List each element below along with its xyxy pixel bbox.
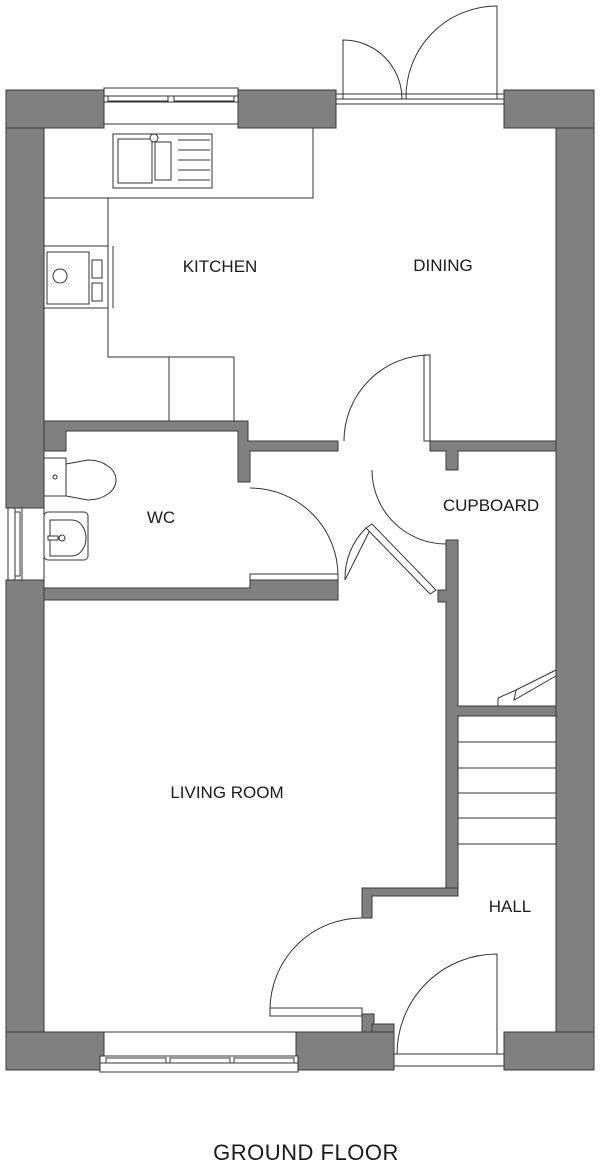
- wall-top-left: [5, 89, 105, 129]
- wall-kitchen-wc: [43, 420, 339, 483]
- living-door-leaf: [365, 523, 437, 595]
- wall-left-lower: [5, 579, 45, 1071]
- toilet-bowl-icon: [65, 459, 117, 501]
- staircase: [457, 669, 557, 845]
- stairs-upper-flight: [497, 669, 557, 706]
- room-label-dining: DINING: [413, 256, 473, 275]
- living-door-swing: [344, 527, 367, 581]
- wall-right: [555, 89, 595, 1071]
- wall-top-right: [503, 89, 595, 129]
- exterior-walls: [5, 89, 595, 1071]
- room-label-cupboard: CUPBOARD: [443, 496, 539, 515]
- front-door-swing: [396, 953, 498, 1055]
- room-labels: KITCHEN DINING WC CUPBOARD LIVING ROOM H…: [147, 256, 539, 916]
- wall-hall-lower: [361, 1013, 375, 1033]
- room-label-kitchen: KITCHEN: [183, 257, 258, 276]
- wall-cupboard-hall: [437, 539, 557, 896]
- wall-bottom-left: [5, 1031, 105, 1071]
- internal-doors: [249, 354, 447, 1017]
- wc-door-swing: [249, 487, 339, 577]
- wall-top-mid: [237, 89, 337, 129]
- patio-door-right-swing: [405, 5, 498, 100]
- wall-bottom-right: [503, 1031, 595, 1071]
- internal-walls: [43, 420, 557, 1033]
- wall-bottom-step: [371, 1023, 395, 1033]
- room-label-wc: WC: [147, 508, 175, 527]
- wc-fittings: [43, 457, 117, 561]
- wall-bottom-mid: [295, 1031, 395, 1071]
- room-label-living-room: LIVING ROOM: [170, 783, 283, 802]
- floor-title: GROUND FLOOR: [213, 1140, 399, 1165]
- dining-door-swing: [343, 354, 431, 442]
- windows: [7, 5, 505, 1073]
- wall-hall-living: [361, 887, 459, 919]
- kitchen-fittings: [43, 128, 314, 421]
- room-label-hall: HALL: [489, 897, 532, 916]
- wall-wc-living: [43, 579, 339, 601]
- tap-icon: [149, 133, 159, 143]
- hall-door-swing: [269, 917, 363, 1011]
- wall-dining-cupboard: [429, 440, 557, 471]
- front-door-frame: [393, 1053, 505, 1067]
- patio-door-left-swing: [342, 39, 403, 100]
- cupboard-door-swing: [371, 469, 447, 545]
- wall-left-upper: [5, 89, 45, 509]
- stairs-outline: [457, 715, 557, 845]
